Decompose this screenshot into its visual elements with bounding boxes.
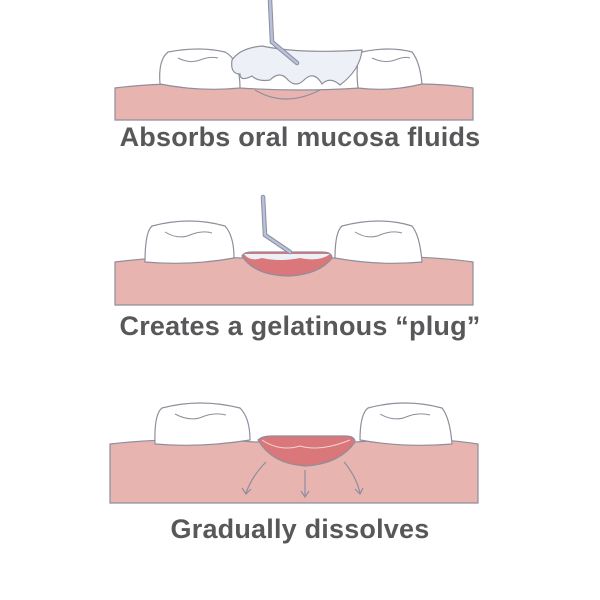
- step-3-caption: Gradually dissolves: [170, 514, 430, 544]
- step-2-illustration: [114, 194, 474, 306]
- dissolve-arrows: [241, 461, 364, 499]
- step-3-illustration: [109, 402, 479, 504]
- dissolving-plug: [257, 435, 356, 467]
- tooth-left: [154, 402, 251, 446]
- gauze-sponge: [231, 45, 363, 86]
- tooth-left: [144, 220, 235, 264]
- step-1-caption: Absorbs oral mucosa fluids: [119, 122, 481, 152]
- socket: [254, 89, 321, 100]
- tooth-right: [334, 220, 423, 264]
- gum: [114, 83, 474, 121]
- step-1-illustration: [114, 0, 474, 121]
- tooth-right: [359, 402, 453, 446]
- tooth-right: [356, 48, 423, 90]
- tooth-left: [159, 48, 241, 90]
- step-2-caption: Creates a gelatinous “plug”: [119, 311, 481, 341]
